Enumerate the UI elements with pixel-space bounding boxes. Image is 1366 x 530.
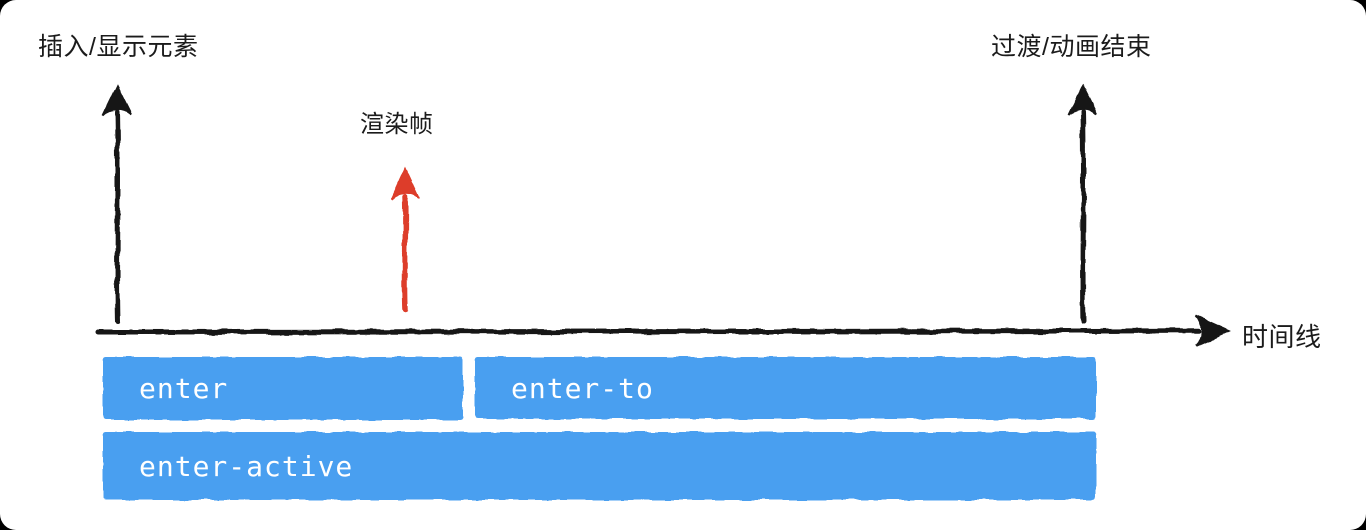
enter-active-phase-bar-fill xyxy=(103,432,1096,500)
timeline-label: 时间线 xyxy=(1242,322,1322,352)
transition-end-label: 过渡/动画结束 xyxy=(991,33,1152,61)
enter-to-phase-bar-fill xyxy=(475,357,1096,419)
render-frame-arrow xyxy=(390,165,420,313)
enter-phase-bar-fill xyxy=(103,357,463,420)
enter-phase-bar-label: enter xyxy=(139,372,229,405)
enter-to-phase-bar-label: enter-to xyxy=(511,371,654,405)
enter-phase-bar: enter xyxy=(103,357,463,420)
insert-display-label: 插入/显示元素 xyxy=(38,33,199,61)
enter-to-phase-bar: enter-to xyxy=(475,357,1096,419)
enter-active-phase-bar: enter-active xyxy=(103,432,1096,500)
transition-end-arrow xyxy=(1068,83,1098,325)
enter-active-phase-bar-label: enter-active xyxy=(139,449,354,483)
insert-event-arrow xyxy=(102,83,132,325)
render-frame-label: 渲染帧 xyxy=(360,111,434,138)
timeline-axis-arrow xyxy=(95,315,1232,347)
